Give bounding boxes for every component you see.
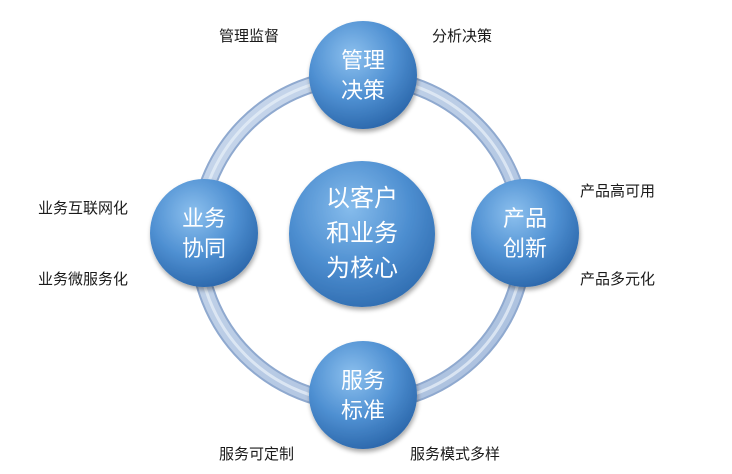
node-bottom-line-1: 服务	[341, 369, 385, 394]
center-line-3: 为核心	[326, 254, 398, 282]
label-management-supervision: 管理监督	[219, 27, 279, 45]
node-left-line-2: 协同	[182, 237, 226, 262]
node-left-line-1: 业务	[182, 207, 226, 232]
node-service-standard: 服务 标准	[309, 341, 417, 449]
label-product-high-availability: 产品高可用	[580, 182, 655, 200]
node-top-line-1: 管理	[341, 49, 385, 74]
label-product-diversification: 产品多元化	[580, 270, 655, 288]
node-right-line-2: 创新	[503, 237, 547, 262]
node-top-line-2: 决策	[341, 79, 385, 104]
label-business-microservice: 业务微服务化	[38, 270, 128, 288]
label-service-model-diverse: 服务模式多样	[410, 445, 500, 463]
center-line-1: 以客户	[326, 184, 398, 212]
node-management-decision: 管理 决策	[309, 21, 417, 129]
label-service-customizable: 服务可定制	[219, 445, 294, 463]
node-right-line-1: 产品	[503, 207, 547, 232]
label-analysis-decision: 分析决策	[432, 27, 492, 45]
node-bottom-line-2: 标准	[341, 399, 385, 424]
node-business-collaboration: 业务 协同	[150, 179, 258, 287]
node-product-innovation: 产品 创新	[471, 179, 579, 287]
label-business-internet: 业务互联网化	[38, 199, 128, 217]
center-line-2: 和业务	[326, 219, 398, 247]
center-node: 以客户 和业务 为核心	[289, 161, 435, 307]
